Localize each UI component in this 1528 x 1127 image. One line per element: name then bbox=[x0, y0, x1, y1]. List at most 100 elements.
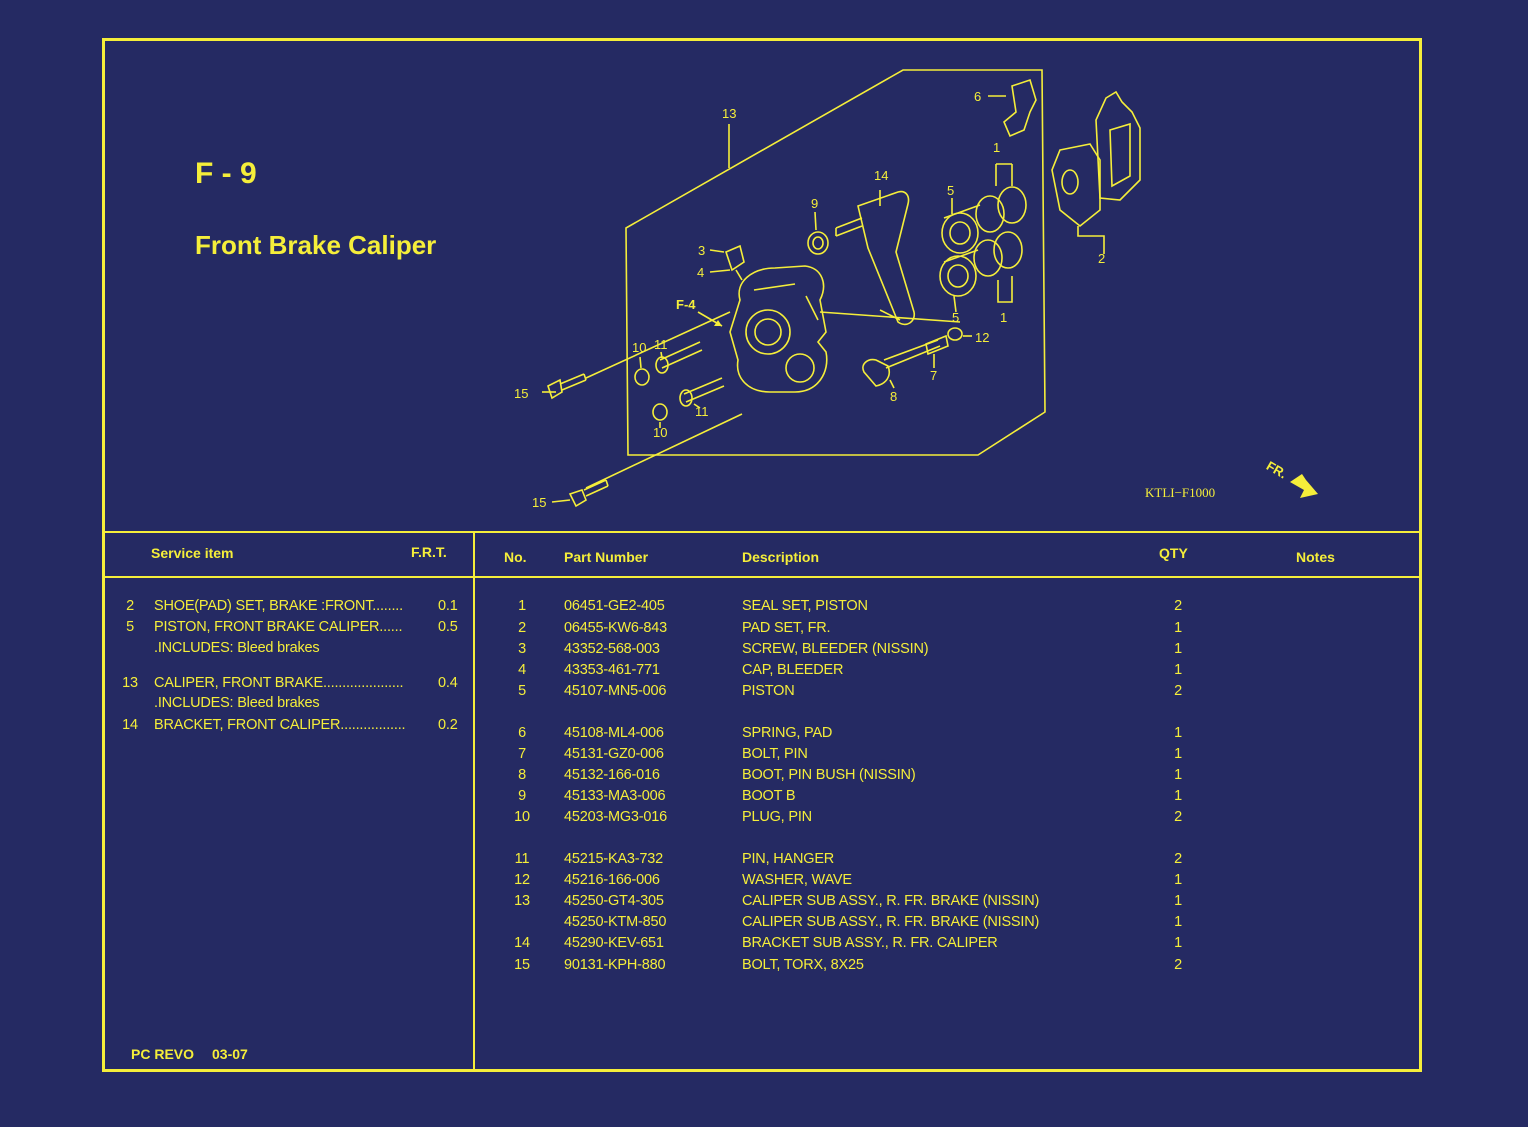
parts-row-part-number: 45131-GZ0-006 bbox=[564, 746, 664, 762]
parts-row: 12 45216-166-006 WASHER, WAVE 1 bbox=[0, 872, 1182, 892]
column-header-description: Description bbox=[742, 549, 820, 565]
parts-row-qty: 2 bbox=[1174, 683, 1182, 699]
parts-row-part-number: 45133-MA3-006 bbox=[564, 788, 666, 804]
diagram-label-3: 3 bbox=[698, 243, 705, 258]
diagram-label-5: 5 bbox=[947, 183, 954, 198]
parts-row-description: BOLT, TORX, 8X25 bbox=[742, 957, 864, 973]
diagram-label-6: 6 bbox=[974, 89, 981, 104]
service-row-no: 5 bbox=[126, 619, 134, 635]
parts-row-description: PIN, HANGER bbox=[742, 851, 835, 867]
footer-model: PC REVO bbox=[131, 1046, 195, 1062]
diagram-label-10a: 10 bbox=[632, 340, 646, 355]
parts-row-description: BRACKET SUB ASSY., R. FR. CALIPER bbox=[742, 935, 998, 951]
parts-row-part-number: 43353-461-771 bbox=[564, 662, 660, 678]
parts-row-qty: 1 bbox=[1174, 746, 1182, 762]
parts-row: 45250-KTM-850 CALIPER SUB ASSY., R. FR. B… bbox=[0, 914, 1182, 934]
parts-row-description: SCREW, BLEEDER (NISSIN) bbox=[742, 641, 929, 657]
service-row-name: CALIPER, FRONT BRAKE....................… bbox=[154, 675, 404, 691]
service-row-frt: 0.2 bbox=[438, 717, 458, 733]
parts-row-qty: 1 bbox=[1174, 914, 1182, 930]
parts-row-qty: 1 bbox=[1174, 662, 1182, 678]
diagram-label-5b: 5 bbox=[952, 310, 959, 325]
parts-row-no: 7 bbox=[518, 746, 526, 762]
diagram-label-10b: 10 bbox=[653, 425, 667, 440]
parts-row-no: 3 bbox=[518, 641, 526, 657]
diagram-label-2: 2 bbox=[1098, 251, 1105, 266]
service-row-name: BRACKET, FRONT CALIPER................. bbox=[154, 717, 406, 733]
parts-row-part-number: 06451-GE2-405 bbox=[564, 598, 665, 614]
parts-row-part-number: 43352-568-003 bbox=[564, 641, 660, 657]
parts-row-part-number: 45132-166-016 bbox=[564, 767, 660, 783]
service-row-frt: 0.4 bbox=[438, 675, 458, 691]
parts-row-qty: 2 bbox=[1174, 809, 1182, 825]
parts-row-qty: 2 bbox=[1174, 598, 1182, 614]
service-row-name: SHOE(PAD) SET, BRAKE :FRONT........ bbox=[154, 598, 403, 614]
diagram-label-11b: 11 bbox=[695, 404, 709, 419]
service-row-name: .INCLUDES: Bleed brakes bbox=[154, 695, 320, 711]
parts-row: 1 06451-GE2-405 SEAL SET, PISTON 2 bbox=[0, 598, 1182, 618]
diagram-label-7: 7 bbox=[930, 368, 937, 383]
diagram-label-11a: 11 bbox=[654, 337, 668, 352]
parts-row: 7 45131-GZ0-006 BOLT, PIN 1 bbox=[0, 746, 1182, 766]
diagram-label-1b: 1 bbox=[1000, 310, 1007, 325]
service-row-no: 13 bbox=[122, 675, 138, 691]
parts-row-description: WASHER, WAVE bbox=[742, 872, 852, 888]
service-row-no: 2 bbox=[126, 598, 134, 614]
frt-header: F.R.T. bbox=[411, 544, 447, 560]
parts-row-part-number: 06455-KW6-843 bbox=[564, 620, 667, 636]
diagram-label-8: 8 bbox=[890, 389, 897, 404]
service-item-header: Service item bbox=[151, 545, 234, 561]
parts-row-no: 5 bbox=[518, 683, 526, 699]
section-title: Front Brake Caliper bbox=[195, 230, 437, 260]
parts-row-description: SPRING, PAD bbox=[742, 725, 833, 741]
parts-row-description: CAP, BLEEDER bbox=[742, 662, 844, 678]
parts-row-qty: 1 bbox=[1174, 872, 1182, 888]
parts-row-qty: 1 bbox=[1174, 641, 1182, 657]
parts-row-qty: 1 bbox=[1174, 767, 1182, 783]
parts-row-description: BOLT, PIN bbox=[742, 746, 808, 762]
parts-row-no: 12 bbox=[514, 872, 530, 888]
divider-diagram-bottom bbox=[104, 531, 1422, 533]
parts-row-part-number: 45216-166-006 bbox=[564, 872, 660, 888]
parts-row-description: SEAL SET, PISTON bbox=[742, 598, 868, 614]
service-row-name: .INCLUDES: Bleed brakes bbox=[154, 640, 320, 656]
parts-row-qty: 1 bbox=[1174, 893, 1182, 909]
column-header-no: No. bbox=[504, 549, 527, 565]
parts-row-description: CALIPER SUB ASSY., R. FR. BRAKE (NISSIN) bbox=[742, 914, 1040, 930]
parts-row-no: 10 bbox=[514, 809, 530, 825]
parts-row-part-number: 45108-ML4-006 bbox=[564, 725, 664, 741]
parts-row-no: 4 bbox=[518, 662, 526, 678]
diagram-label-1: 1 bbox=[993, 140, 1000, 155]
service-row-frt: 0.1 bbox=[438, 598, 458, 614]
service-row-name: PISTON, FRONT BRAKE CALIPER...... bbox=[154, 619, 403, 635]
column-header-notes: Notes bbox=[1296, 549, 1335, 565]
column-header-qty: QTY bbox=[1159, 545, 1188, 561]
diagram-label-13: 13 bbox=[722, 106, 736, 121]
parts-row-qty: 1 bbox=[1174, 935, 1182, 951]
parts-list: 1 06451-GE2-405 SEAL SET, PISTON 2 2 06455-KW… bbox=[0, 598, 1182, 977]
service-item-list: 2 SHOE(PAD) SET, BRAKE :FRONT........ 0.… bbox=[114, 598, 470, 758]
column-header-part-number: Part Number bbox=[564, 549, 649, 565]
parts-row-part-number: 45250-KTM-850 bbox=[564, 914, 667, 930]
parts-row-no: 9 bbox=[518, 788, 526, 804]
parts-row-part-number: 45203-MG3-016 bbox=[564, 809, 667, 825]
parts-row-no: 1 bbox=[518, 598, 526, 614]
parts-row-part-number: 45250-GT4-305 bbox=[564, 893, 664, 909]
parts-row: 4 43353-461-771 CAP, BLEEDER 1 bbox=[0, 662, 1182, 682]
parts-row-qty: 1 bbox=[1174, 725, 1182, 741]
parts-row-no: 11 bbox=[514, 851, 530, 867]
parts-row-description: CALIPER SUB ASSY., R. FR. BRAKE (NISSIN) bbox=[742, 893, 1040, 909]
parts-row-qty: 1 bbox=[1174, 620, 1182, 636]
service-row-no: 14 bbox=[122, 717, 138, 733]
section-code: F - 9 bbox=[195, 157, 257, 190]
exploded-diagram: 13 6 1 14 5 9 3 4 2 F-4 5 1 12 10 11 7 1… bbox=[514, 69, 1318, 510]
diagram-label-15b: 15 bbox=[532, 495, 546, 510]
parts-row-part-number: 90131-KPH-880 bbox=[564, 957, 666, 973]
parts-row-description: BOOT, PIN BUSH (NISSIN) bbox=[742, 767, 916, 783]
